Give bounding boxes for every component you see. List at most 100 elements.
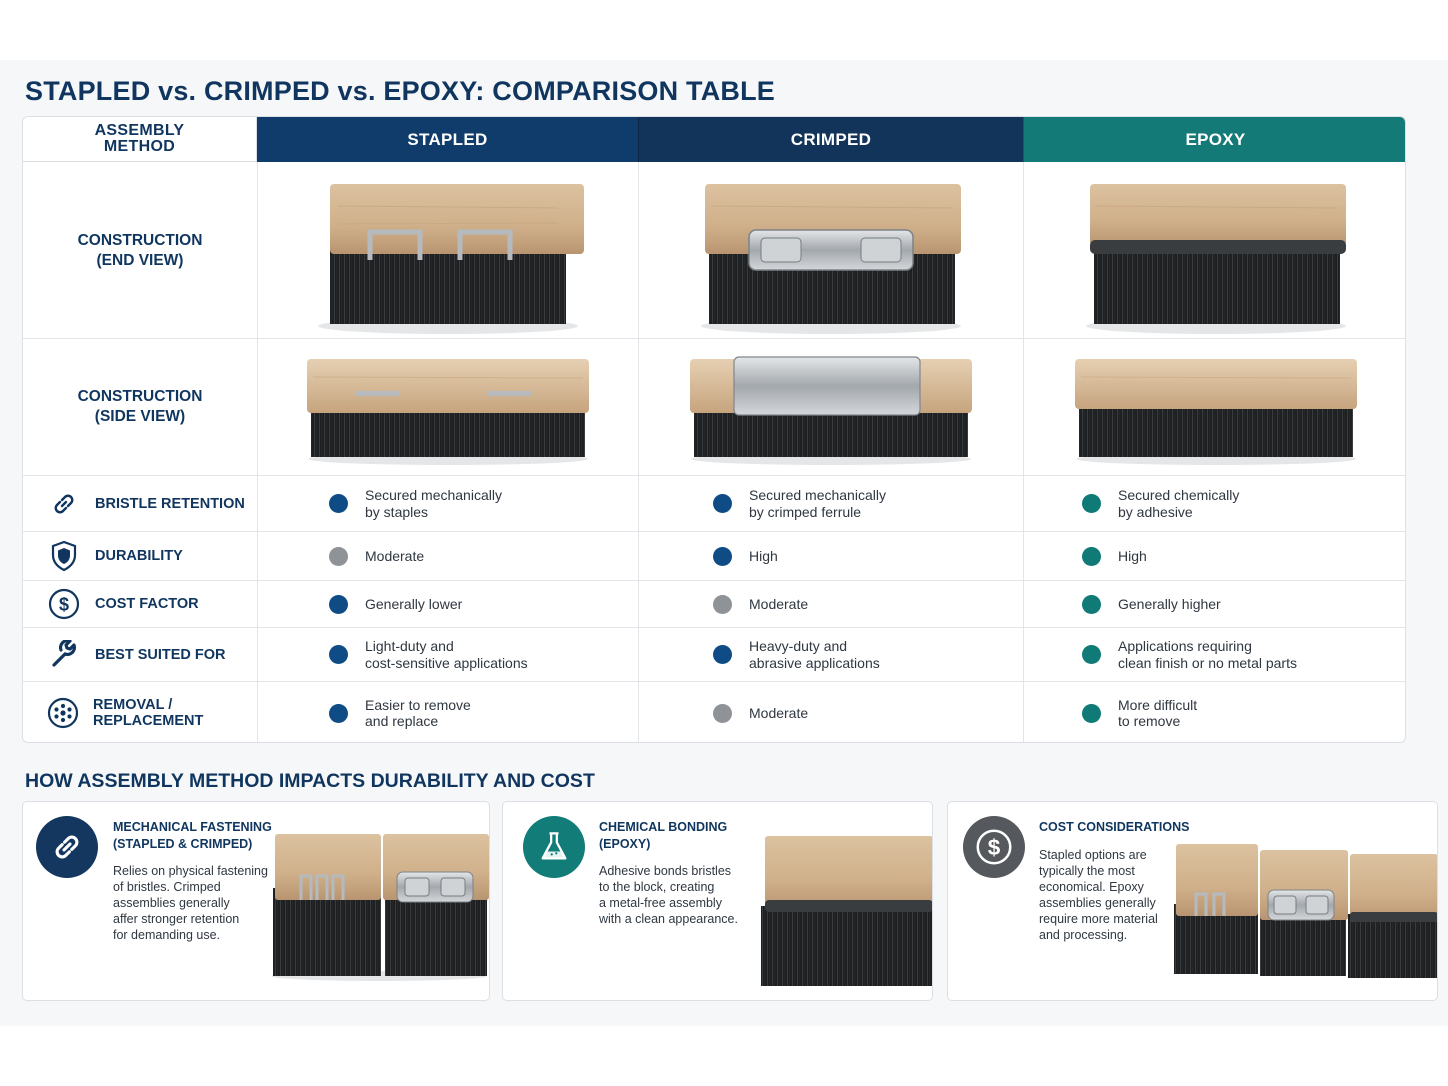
wrench-icon [47,638,81,672]
svg-text:$: $ [988,835,1001,860]
row-divider [23,681,1405,682]
card-body: Stapled options are typically the most e… [1039,848,1158,942]
epoxy-end-view-image [1024,163,1405,338]
column-header-epoxy: EPOXY [1023,117,1405,162]
status-dot [329,703,348,723]
epoxy-side-view-image [1024,339,1405,475]
row-divider [23,475,1405,476]
row-label-removal-replacement: REMOVAL / REPLACEMENT [23,682,257,742]
card-body: Adhesive bonds bristles to the block, cr… [599,864,738,926]
cost-brushes-image [1174,844,1437,983]
cell-crimped-bristle-retention: Secured mechanically by crimped ferrule [713,476,1018,531]
cell-text: Secured chemically by adhesive [1118,487,1240,520]
status-dot [1082,645,1101,664]
cell-stapled-removal: Easier to remove and replace [329,682,634,742]
card-title: CHEMICAL BONDING (EPOXY) [599,820,728,851]
cell-stapled-durability: Moderate [329,532,634,580]
cell-stapled-bristle-retention: Secured mechanically by staples [329,476,634,531]
cell-epoxy-cost-factor: Generally higher [1082,581,1402,627]
attr-label-text: BRISTLE RETENTION [95,495,245,512]
column-divider [257,162,258,742]
cell-text: Easier to remove and replace [365,696,471,730]
cell-epoxy-bristle-retention: Secured chemically by adhesive [1082,476,1402,531]
crimped-side-view-image [639,339,1023,475]
page-title: STAPLED vs. CRIMPED vs. EPOXY: COMPARISO… [25,76,776,106]
stapled-end-view-image [258,163,638,338]
row-divider [23,627,1405,628]
cell-text: Moderate [749,704,809,721]
svg-text:$: $ [59,595,69,615]
status-dot [329,546,348,566]
status-dot [713,494,732,513]
attr-label-text: BEST SUITED FOR [95,646,226,663]
cell-text: High [749,547,778,564]
comparison-table: ASSEMBLY METHOD STAPLED CRIMPED EPOXY CO… [22,116,1406,743]
column-divider [1023,162,1024,742]
cell-text: Secured mechanically by crimped ferrule [749,487,886,520]
cell-epoxy-removal: More difficult to remove [1082,682,1402,742]
cell-epoxy-durability: High [1082,532,1402,580]
mechanical-brushes-image [269,830,489,987]
cell-crimped-removal: Moderate [713,682,1018,742]
attr-label-text: DURABILITY [95,548,183,564]
row-label-construction-end: CONSTRUCTION (END VIEW) [77,231,203,269]
attr-label-text: COST FACTOR [95,596,199,612]
cell-text: Generally higher [1118,595,1221,612]
card-body: Relies on physical fastening of bristles… [113,864,268,942]
column-divider [638,162,639,742]
cell-text: Moderate [749,595,809,612]
status-dot [329,645,348,664]
card-mechanical-fastening: MECHANICAL FASTENING (STAPLED & CRIMPED)… [22,801,490,1001]
cell-text: Generally lower [365,595,463,612]
status-dot [1082,594,1101,614]
dots-circle-icon [47,696,79,730]
stapled-side-view-image [258,339,638,475]
chain-link-icon [47,487,81,521]
chain-link-icon [36,816,98,878]
row-label-best-suited-for: BEST SUITED FOR [23,628,257,681]
cell-text: Light-duty and cost-sensitive applicatio… [365,638,528,671]
row-label-cost-factor: $ COST FACTOR [23,581,257,627]
attr-label-text: REMOVAL / REPLACEMENT [93,697,204,729]
dollar-circle-icon: $ [47,587,81,621]
status-dot [329,494,348,513]
corner-header-label: ASSEMBLY METHOD [94,122,185,155]
section-title: HOW ASSEMBLY METHOD IMPACTS DURABILITY A… [25,770,595,792]
card-title: COST CONSIDERATIONS [1039,820,1190,834]
column-header-crimped: CRIMPED [638,117,1023,162]
cell-epoxy-best-suited-for: Applications requiring clean finish or n… [1082,628,1402,681]
status-dot [1082,703,1101,723]
column-header-stapled: STAPLED [257,117,638,162]
shield-icon [47,539,81,573]
cell-crimped-cost-factor: Moderate [713,581,1018,627]
status-dot [713,645,732,664]
status-dot [713,546,732,566]
crimped-end-view-image [639,163,1023,338]
corner-header: ASSEMBLY METHOD [23,117,257,162]
status-dot [713,703,732,723]
dollar-circle-icon: $ [963,816,1025,878]
status-dot [1082,494,1101,513]
cell-text: More difficult to remove [1118,696,1198,730]
row-label-bristle-retention: BRISTLE RETENTION [23,476,257,531]
row-divider [23,531,1405,532]
row-label-durability: DURABILITY [23,532,257,580]
row-label-construction-side: CONSTRUCTION (SIDE VIEW) [77,388,203,425]
status-dot [1082,546,1101,566]
cell-text: Heavy-duty and abrasive applications [749,638,880,671]
cell-text: Applications requiring clean finish or n… [1118,638,1297,671]
cell-text: High [1118,547,1147,564]
cell-crimped-best-suited-for: Heavy-duty and abrasive applications [713,628,1018,681]
card-title: MECHANICAL FASTENING (STAPLED & CRIMPED) [113,820,272,851]
cell-text: Secured mechanically by staples [365,487,502,520]
row-divider [23,580,1405,581]
cell-stapled-best-suited-for: Light-duty and cost-sensitive applicatio… [329,628,634,681]
card-chemical-bonding: CHEMICAL BONDING (EPOXY) Adhesive bonds … [502,801,933,1001]
status-dot [329,594,348,614]
row-divider [23,338,1405,339]
cell-text: Moderate [365,547,425,564]
cell-crimped-durability: High [713,532,1018,580]
status-dot [713,594,732,614]
epoxy-brush-image [761,836,932,991]
cell-stapled-cost-factor: Generally lower [329,581,634,627]
